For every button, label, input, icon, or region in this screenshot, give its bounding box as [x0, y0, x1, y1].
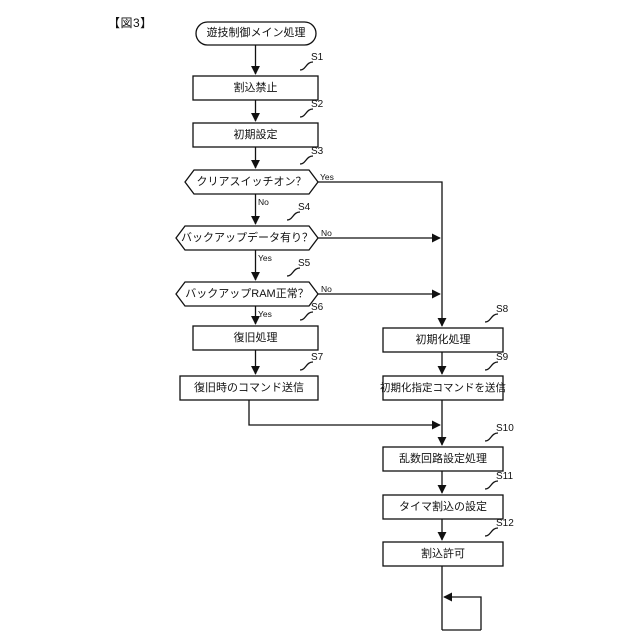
leader-s8: [484, 313, 499, 323]
figure-caption: 【図3】: [108, 16, 153, 30]
step-label-s12: S12: [496, 518, 514, 529]
branch-label-s3-yes: Yes: [320, 172, 334, 182]
node-s10-shape: [382, 446, 504, 472]
step-label-s10: S10: [496, 423, 514, 434]
leader-s7: [299, 361, 314, 371]
step-label-s2: S2: [311, 99, 324, 110]
node-s7-shape: [179, 375, 319, 401]
step-label-s11: S11: [496, 471, 514, 482]
edge-loop-back: [443, 592, 482, 630]
node-s1-shape: [192, 75, 319, 101]
branch-label-s3-no: No: [258, 197, 269, 207]
edge-s7-to-spine: [248, 400, 441, 430]
step-label-s8: S8: [496, 304, 509, 315]
leader-s12: [484, 527, 499, 537]
edge-s3-yes-to-s8: [318, 181, 447, 327]
branch-label-s5-no: No: [321, 284, 332, 294]
leader-s6: [299, 311, 314, 321]
leader-s1: [299, 61, 314, 71]
leader-s4: [286, 211, 301, 221]
branch-label-s5-yes: Yes: [258, 309, 272, 319]
node-s2-shape: [192, 122, 319, 148]
node-s3-shape: [184, 169, 319, 195]
node-s9-shape: [382, 375, 504, 401]
step-label-s5: S5: [298, 258, 311, 269]
leader-s11: [484, 480, 499, 490]
node-start-shape: [195, 21, 317, 46]
node-s6-shape: [192, 325, 319, 351]
step-label-s1: S1: [311, 52, 324, 63]
step-label-s3: S3: [311, 146, 324, 157]
leader-s5: [286, 267, 301, 277]
leader-s3: [299, 155, 314, 165]
branch-label-s4-no: No: [321, 228, 332, 238]
leader-s10: [484, 432, 499, 442]
node-s5-shape: [175, 281, 319, 307]
leader-s2: [299, 108, 314, 118]
branch-label-s4-yes: Yes: [258, 253, 272, 263]
node-s8-shape: [382, 327, 504, 353]
node-s4-shape: [175, 225, 319, 251]
step-label-s6: S6: [311, 302, 324, 313]
step-label-s9: S9: [496, 352, 509, 363]
node-s11-shape: [382, 494, 504, 520]
leader-s9: [484, 361, 499, 371]
node-s12-shape: [382, 541, 504, 567]
step-label-s7: S7: [311, 352, 324, 363]
step-label-s4: S4: [298, 202, 311, 213]
